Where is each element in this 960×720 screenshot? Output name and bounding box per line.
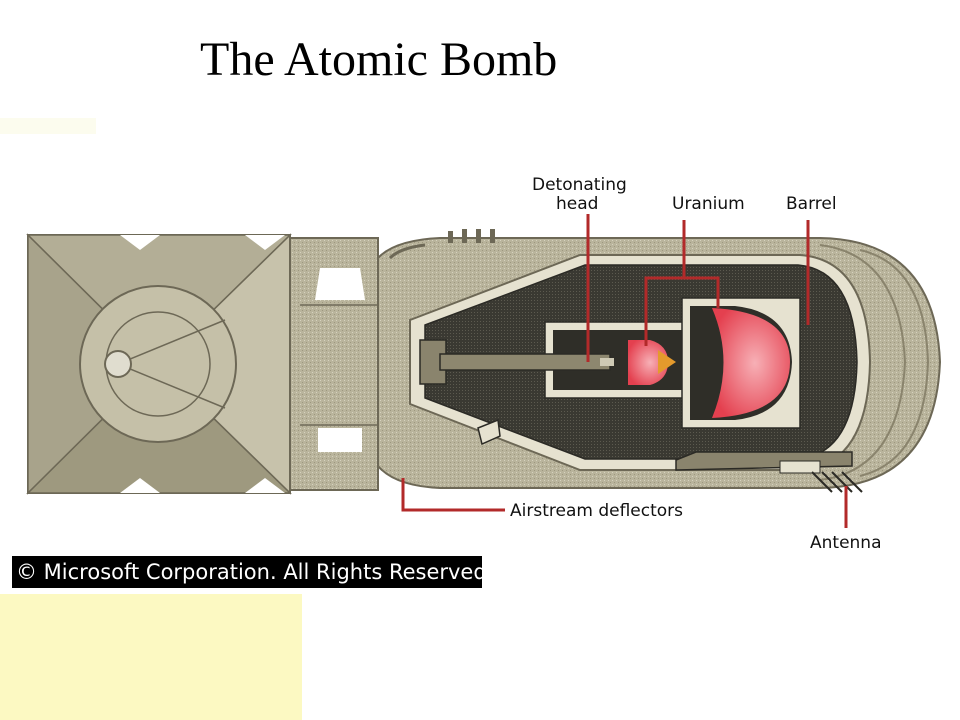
page-title: The Atomic Bomb [200, 33, 558, 86]
antenna-mount [675, 451, 863, 493]
copyright-notice: © Microsoft Corporation. All Rights Rese… [12, 556, 493, 588]
label-antenna: Antenna [810, 533, 882, 553]
label-airstream-deflectors: Airstream deflectors [510, 501, 683, 521]
label-barrel: Barrel [786, 194, 837, 214]
arrow-icon [658, 350, 676, 374]
label-detonating-head-2: head [556, 194, 598, 214]
tail-connector [289, 237, 379, 491]
label-uranium: Uranium [672, 194, 745, 214]
uranium-target [681, 297, 801, 429]
tail-fin-assembly [26, 233, 292, 495]
faint-strip [0, 118, 96, 134]
label-detonating-head-1: Detonating [532, 175, 627, 195]
detonator-chamber [419, 321, 686, 399]
leader-lines [401, 214, 848, 528]
yellow-box [0, 594, 302, 720]
